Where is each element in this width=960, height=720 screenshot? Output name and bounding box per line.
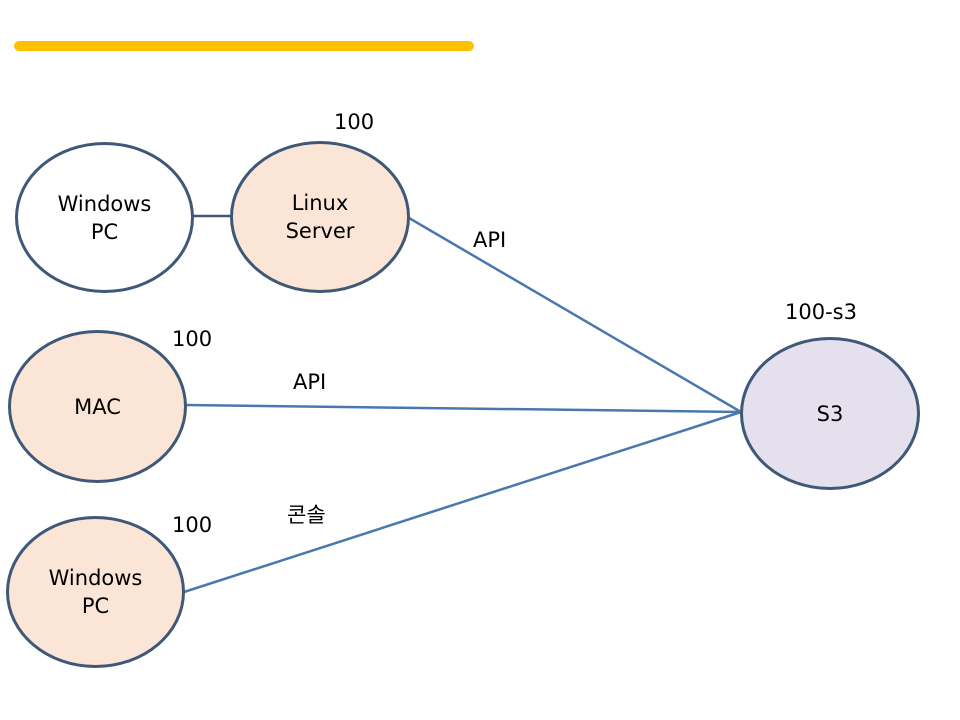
windows-pc-node-top: Windows PC: [15, 142, 194, 293]
node-label-line2: Server: [285, 219, 355, 243]
linux-to-s3-edge-label: API: [473, 228, 507, 252]
node-label-line1: S3: [816, 401, 844, 426]
windows-to-s3-edge-label: 콘솔: [287, 503, 326, 527]
linux-to-s3-connector: [408, 216, 742, 414]
mac-count-label: 100: [172, 327, 213, 351]
node-label-line1: Windows: [57, 191, 152, 216]
linux-server-node: Linux Server: [230, 141, 410, 293]
s3-node: S3: [740, 337, 920, 490]
node-label-line1: MAC: [74, 394, 121, 419]
mac-node: MAC: [8, 330, 187, 483]
windows-pc-node-bottom: Windows PC: [6, 516, 185, 668]
node-label-line2: PC: [90, 219, 119, 244]
windows-pc-to-s3-connector: [183, 410, 742, 594]
mac-to-s3-edge-label: API: [293, 370, 327, 394]
windows-pc-count-label: 100: [172, 513, 213, 537]
linux-server-count-label: 100: [334, 110, 375, 134]
s3-bucket-label: 100-s3: [785, 300, 857, 324]
title-accent-bar: [14, 41, 474, 51]
node-label-line2: PC: [81, 594, 110, 618]
node-label-line1: Windows: [48, 566, 143, 590]
node-label-line1: Linux: [291, 191, 349, 215]
mac-to-s3-connector: [185, 403, 742, 414]
